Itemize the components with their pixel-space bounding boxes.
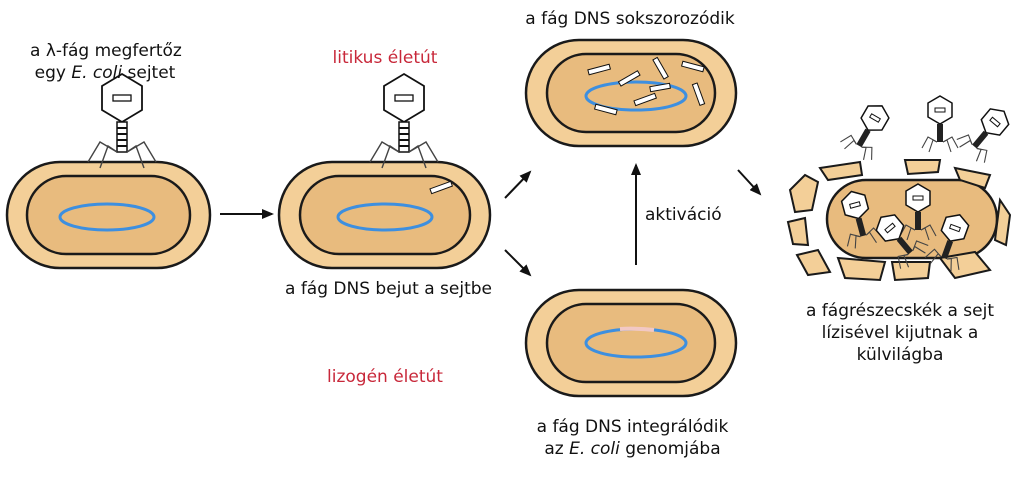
phage-icon: [921, 95, 959, 153]
label-release: a fágrészecskék a sejt lízisével kijutna…: [805, 301, 994, 365]
phage-icon: [837, 96, 899, 165]
label-activation: aktiváció: [645, 205, 722, 225]
cell-debris-icon: [786, 159, 1012, 282]
arrow-icon: [504, 170, 532, 199]
ecoli-cell-infection: [5, 160, 212, 270]
label-lysogenic-path: lizogén életút: [327, 367, 443, 387]
phage-dna-fragment-icon: [429, 180, 454, 195]
genome-ring-icon: [584, 80, 688, 112]
genome-ring-icon: [336, 202, 434, 232]
label-dna-replicates: a fág DNS sokszorozódik: [525, 9, 735, 29]
label-dna-enters: a fág DNS bejut a sejtbe: [285, 279, 493, 299]
label-integrates: a fág DNS integrálódik az E. coli genomj…: [536, 417, 729, 459]
label-infection: a λ-fág megfertőz egy E. coli sejtet: [30, 41, 182, 83]
arrow-icon: [737, 169, 762, 196]
label-lytic-path: litikus életút: [332, 48, 438, 68]
ecoli-cell-dna-replicating: [524, 38, 738, 148]
phage-icon: [953, 98, 1019, 167]
phage-icon: [369, 73, 439, 169]
arrow-icon: [504, 249, 532, 277]
ecoli-cell-lysogenic: [524, 288, 738, 398]
ecoli-cell-dna-entered: [277, 160, 492, 270]
genome-ring-icon: [58, 202, 156, 232]
phage-icon: [87, 73, 157, 169]
